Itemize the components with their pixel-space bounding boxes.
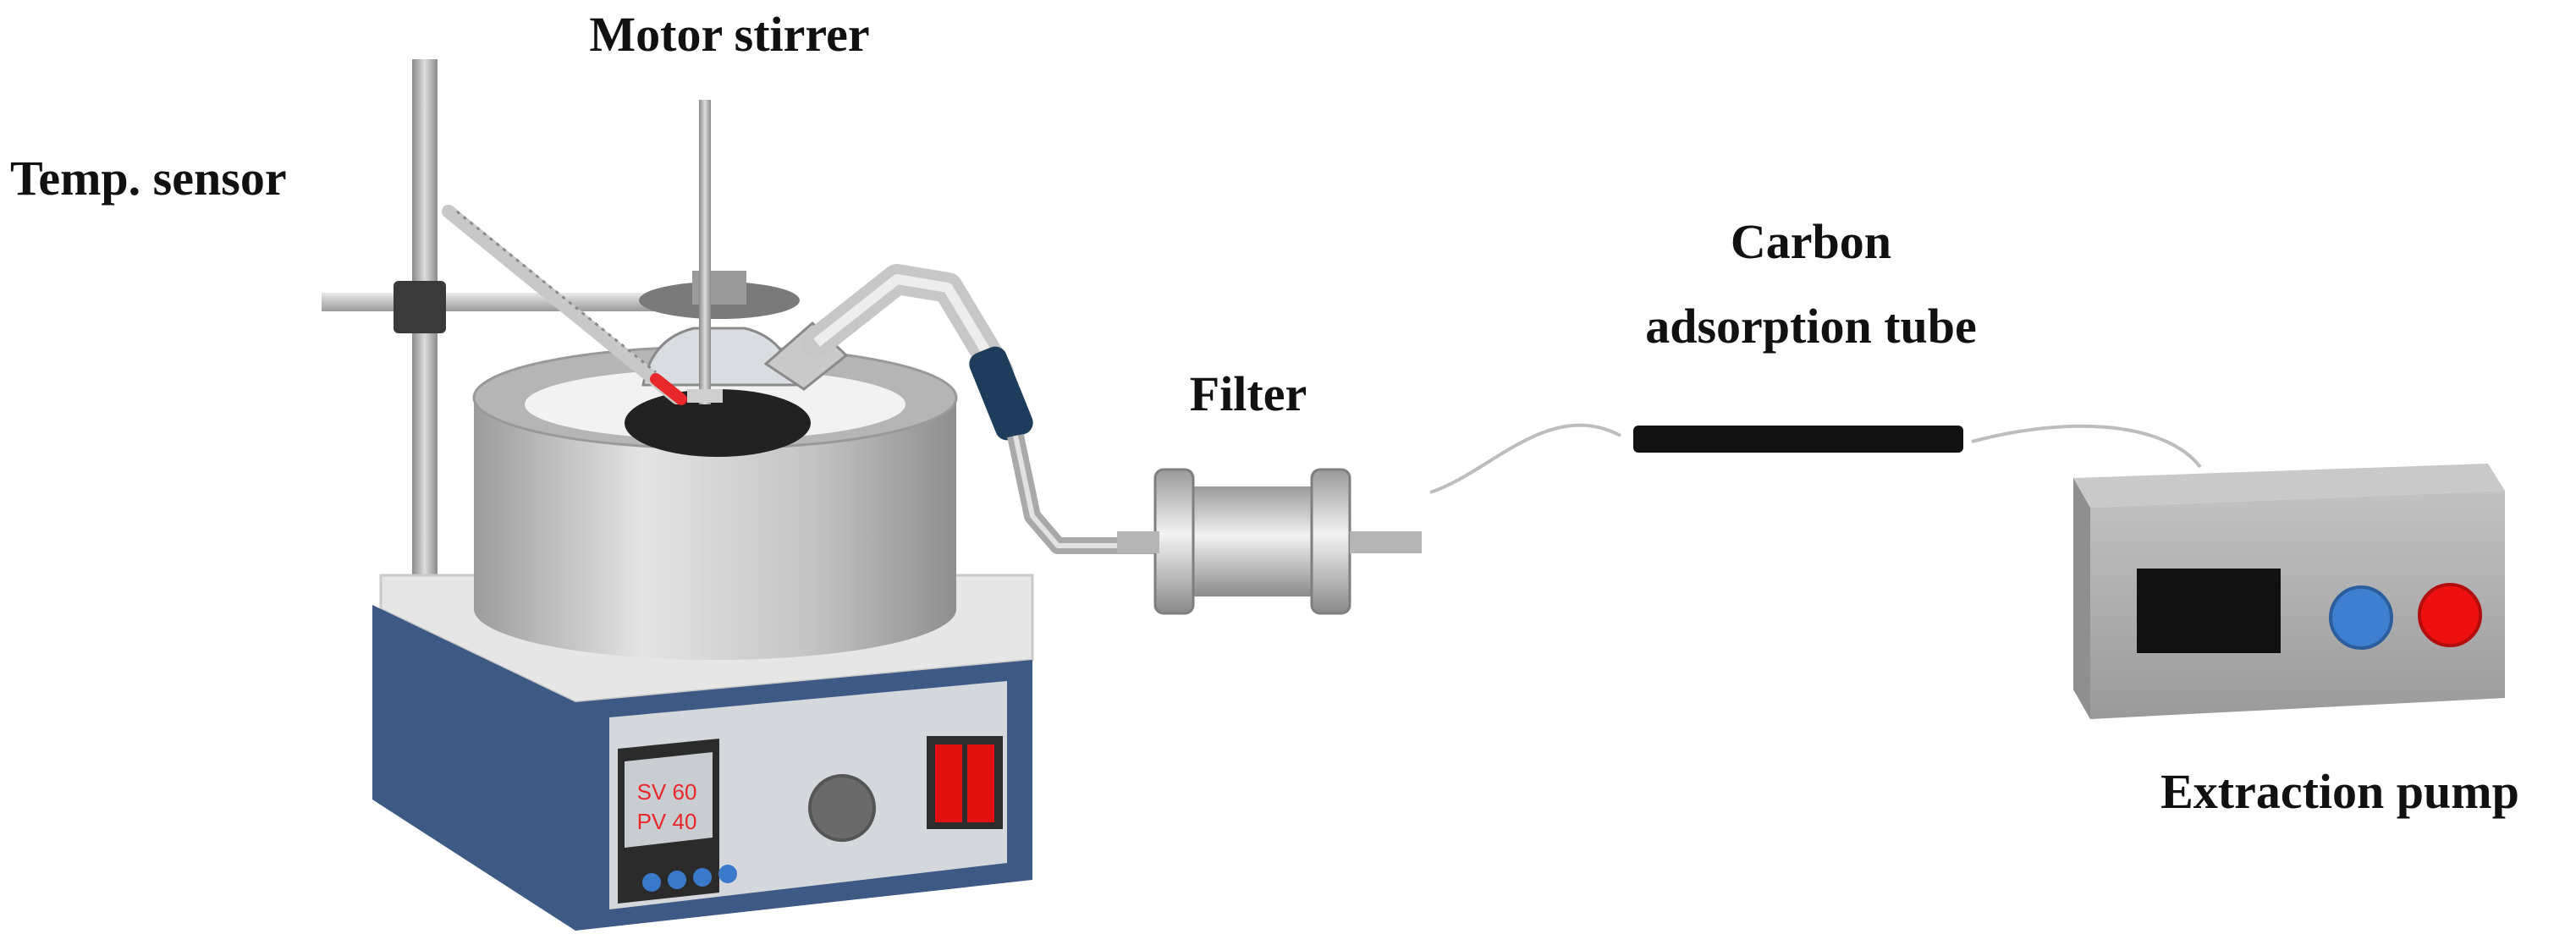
- filter-cap-right: [1310, 468, 1351, 615]
- metal-line-to-filter-highlight: [1013, 435, 1155, 548]
- glass-outlet-tube-highlight: [813, 274, 1004, 376]
- stirrer-shaft: [699, 100, 711, 404]
- filter-body: [1181, 486, 1324, 596]
- filter-nozzle-left: [1117, 531, 1159, 553]
- pump-top: [2073, 464, 2505, 508]
- metal-line-to-filter: [1007, 433, 1155, 554]
- pump-button-blue[interactable]: [2329, 585, 2393, 650]
- filter-unit: [1117, 468, 1422, 615]
- pv-readout: PV 40: [637, 809, 697, 834]
- thermometer-scale: [456, 210, 657, 374]
- outlet-tubing: [801, 264, 1155, 554]
- label-temp-sensor: Temp. sensor: [10, 151, 287, 206]
- filter-cap-left: [1153, 468, 1195, 615]
- retort-stand: [322, 59, 677, 584]
- tube-carbon-to-pump: [1971, 424, 2202, 469]
- clamp-rod: [322, 293, 677, 311]
- heater-button-1[interactable]: [642, 873, 661, 892]
- bath-bottom: [474, 558, 956, 660]
- pump-screen: [2137, 569, 2281, 653]
- stirrer-paddle: [687, 389, 723, 403]
- pump-side: [2073, 478, 2090, 719]
- heater-button-3[interactable]: [693, 868, 712, 887]
- thermometer-bulb: [650, 373, 687, 405]
- filter-nozzle-right: [1350, 531, 1422, 553]
- tube-connector: [969, 346, 1033, 441]
- carbon-adsorption-tube: [1633, 426, 1963, 453]
- heater-button-2[interactable]: [668, 871, 686, 889]
- flask-liquid: [625, 389, 811, 457]
- pump-front: [2090, 491, 2505, 719]
- label-extraction-pump: Extraction pump: [2160, 764, 2519, 819]
- heater-display-screen: [625, 752, 713, 848]
- temperature-sensor: [442, 205, 687, 405]
- label-carbon: Carbon: [1731, 214, 1891, 269]
- heating-mantle-base: SV 60 PV 40: [372, 574, 1034, 931]
- label-filter: Filter: [1190, 366, 1307, 421]
- power-switch-right[interactable]: [967, 744, 994, 822]
- heater-side: [372, 605, 575, 931]
- thermometer-body: [442, 205, 684, 404]
- sv-readout: SV 60: [637, 779, 697, 805]
- reaction-flask: [625, 100, 849, 457]
- heater-knob[interactable]: [808, 774, 876, 842]
- power-switch-left[interactable]: [935, 744, 962, 822]
- heater-button-4[interactable]: [718, 865, 737, 883]
- extraction-pump: [2073, 464, 2505, 719]
- tube-filter-to-carbon: [1429, 423, 1621, 494]
- label-motor-stirrer: Motor stirrer: [589, 7, 869, 62]
- pump-button-red[interactable]: [2418, 583, 2482, 647]
- clamp-boss: [394, 281, 446, 333]
- label-adsorption-tube: adsorption tube: [1645, 299, 1977, 354]
